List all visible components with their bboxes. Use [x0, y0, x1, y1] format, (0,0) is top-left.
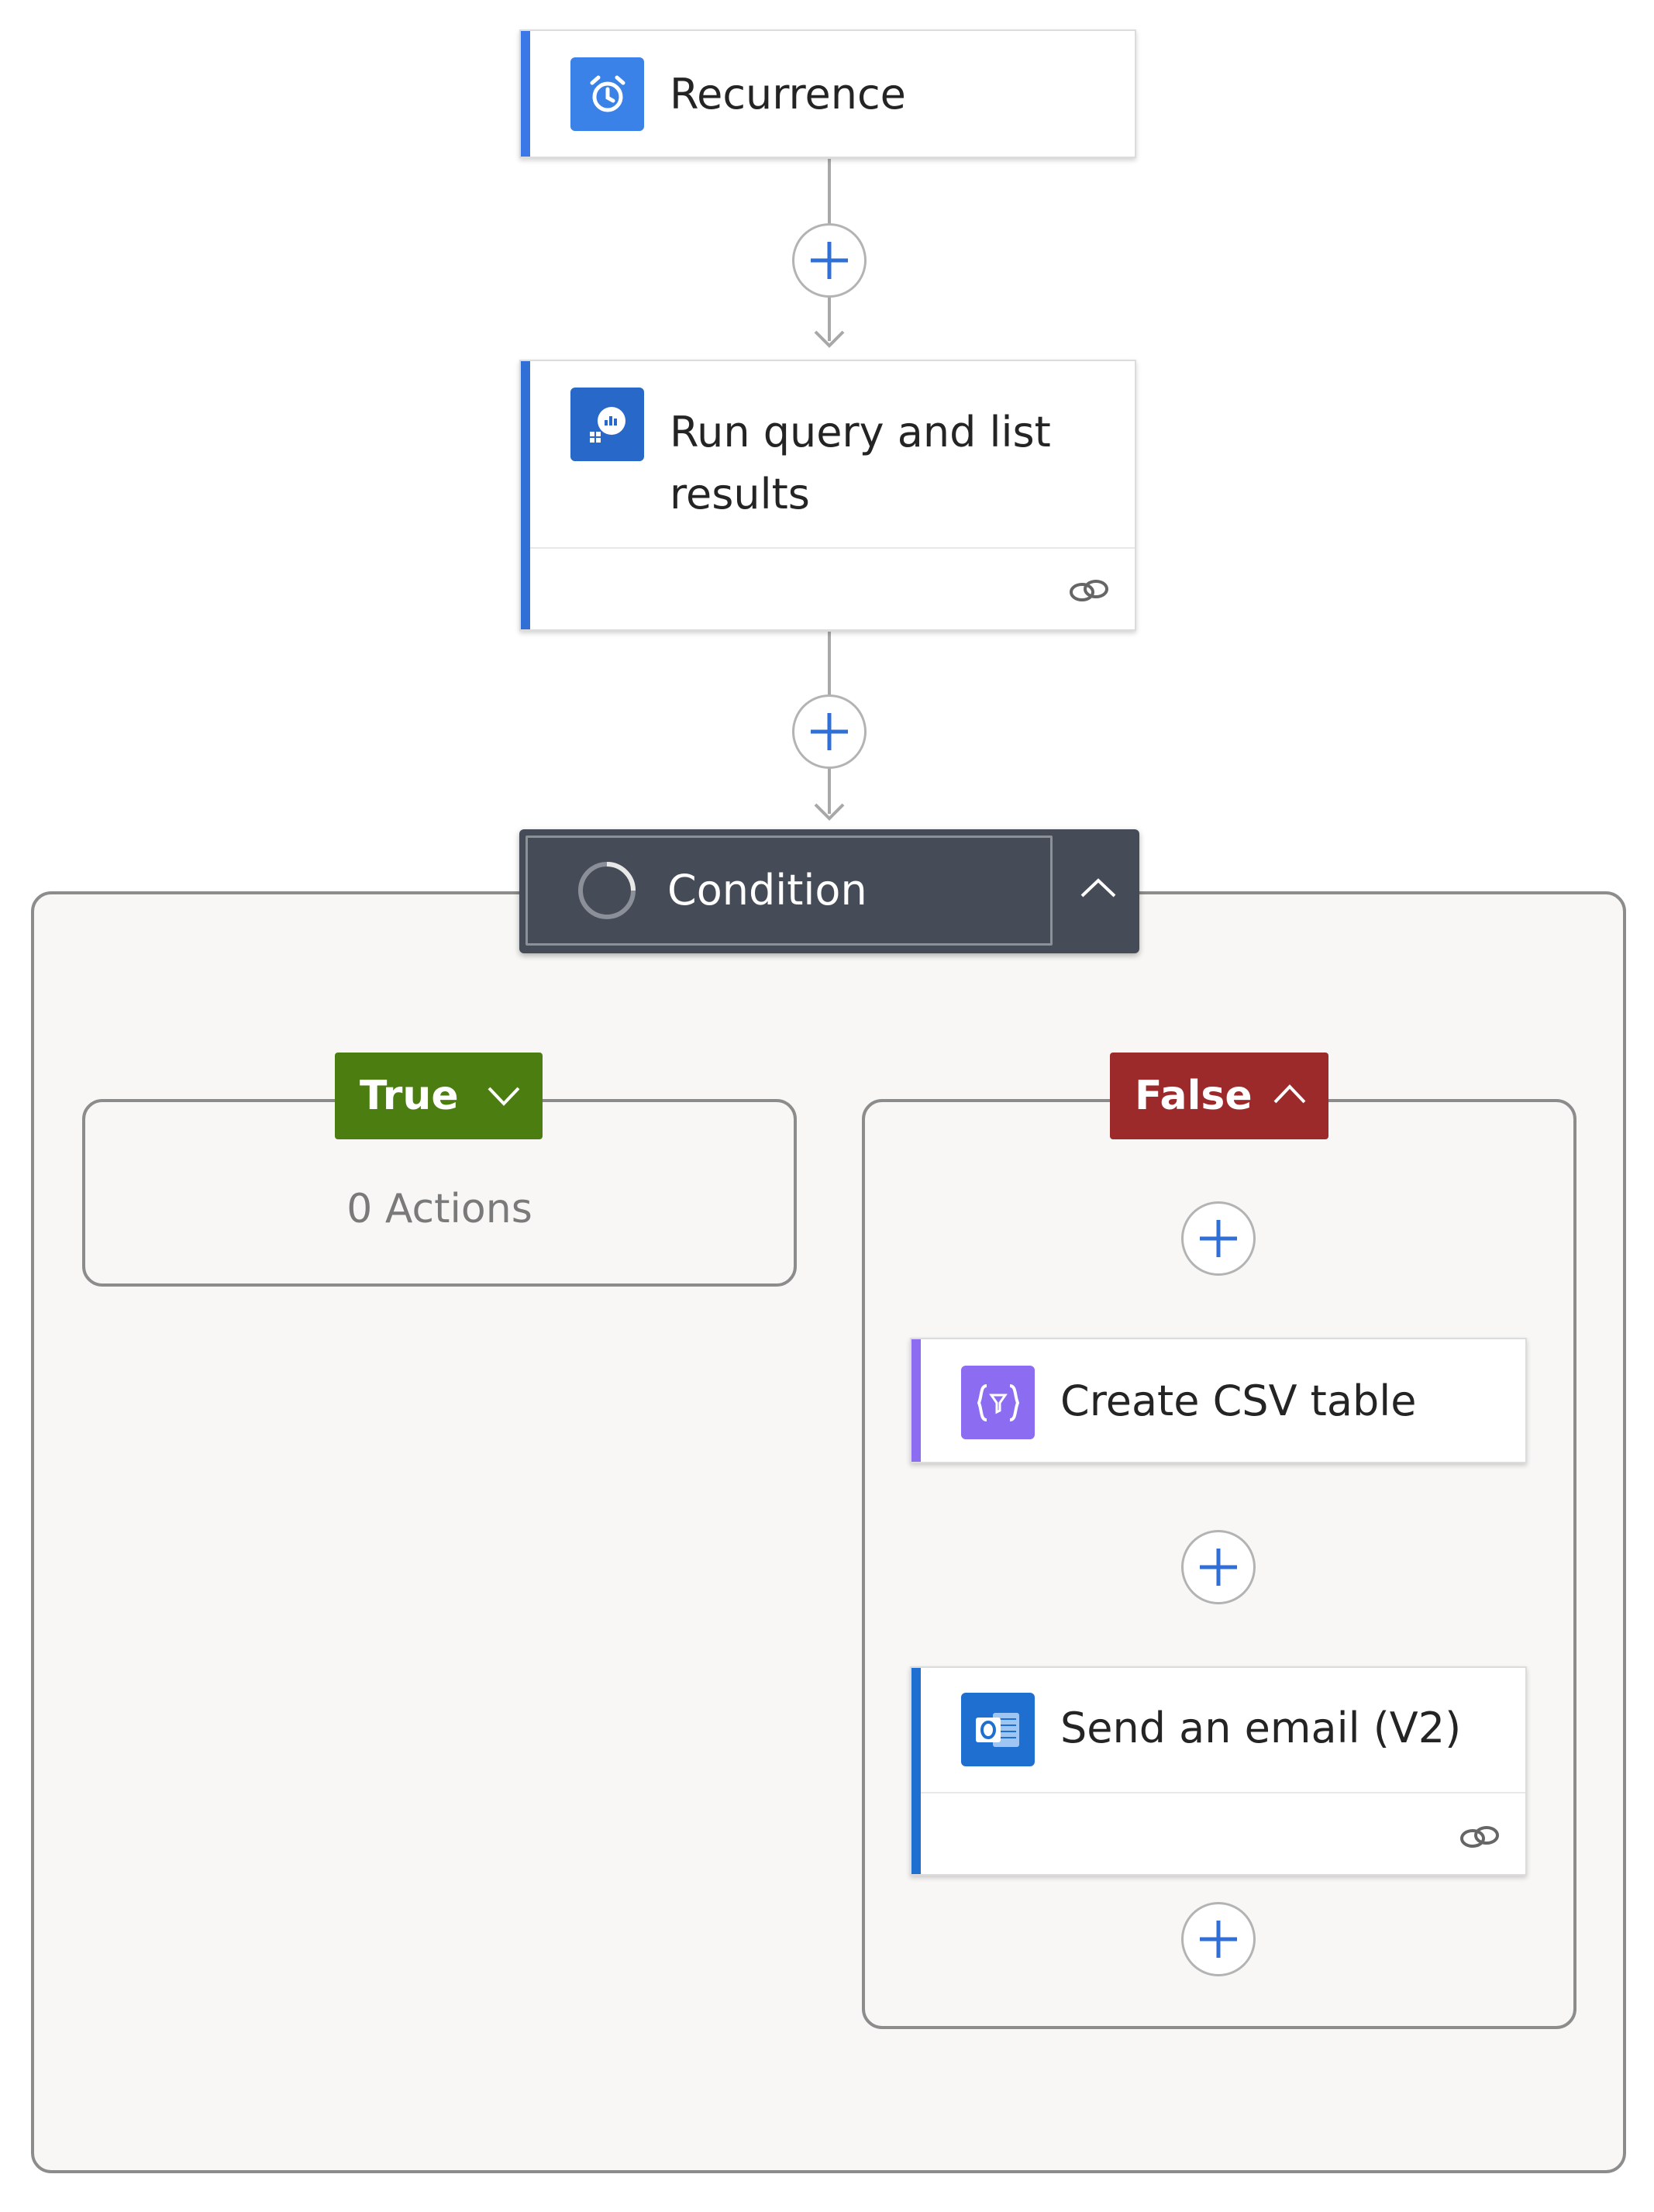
card-accent-bar — [911, 1668, 921, 1874]
run-query-card[interactable]: Run query and list results — [519, 360, 1136, 631]
condition-header[interactable]: Condition — [525, 836, 1053, 946]
false-branch-label: False — [1135, 1073, 1253, 1119]
azure-monitor-logs-icon — [570, 388, 644, 461]
plus-icon — [1200, 1549, 1237, 1586]
card-divider — [530, 547, 1135, 549]
true-branch-toggle[interactable]: True — [335, 1053, 543, 1139]
connection-link-icon[interactable] — [1066, 575, 1111, 606]
true-branch-label: True — [360, 1073, 459, 1119]
run-query-title-line1: Run query and list — [670, 408, 1051, 457]
data-operation-icon — [961, 1366, 1035, 1439]
condition-spinner-icon — [578, 862, 636, 919]
create-csv-table-title: Create CSV table — [1060, 1376, 1417, 1425]
card-divider — [921, 1792, 1525, 1793]
plus-icon — [1200, 1921, 1237, 1958]
connection-link-icon[interactable] — [1457, 1821, 1502, 1852]
chevron-up-icon — [1273, 1084, 1306, 1104]
insert-step-button-2[interactable] — [792, 694, 867, 769]
create-csv-table-card[interactable]: Create CSV table — [910, 1338, 1527, 1463]
insert-step-button-false-2[interactable] — [1181, 1530, 1256, 1604]
insert-step-button-false-3[interactable] — [1181, 1902, 1256, 1976]
recurrence-title: Recurrence — [670, 70, 906, 119]
chevron-up-icon — [1080, 878, 1116, 898]
false-branch-toggle[interactable]: False — [1110, 1053, 1328, 1139]
outlook-icon — [961, 1693, 1035, 1766]
card-accent-bar — [911, 1339, 921, 1462]
recurrence-card[interactable]: Recurrence — [519, 29, 1136, 158]
collapse-condition-button[interactable] — [1063, 836, 1133, 946]
card-accent-bar — [521, 361, 530, 629]
send-email-card[interactable]: Send an email (V2) — [910, 1666, 1527, 1876]
chevron-down-icon — [488, 1087, 520, 1106]
plus-icon — [1200, 1220, 1237, 1257]
insert-step-button-1[interactable] — [792, 223, 867, 298]
alarm-clock-icon — [570, 57, 644, 131]
plus-icon — [811, 713, 848, 750]
card-accent-bar — [521, 31, 530, 157]
send-email-title: Send an email (V2) — [1060, 1704, 1462, 1752]
condition-card[interactable]: Condition — [519, 829, 1139, 953]
insert-step-button-false-1[interactable] — [1181, 1201, 1256, 1276]
plus-icon — [811, 242, 848, 279]
run-query-title-line2: results — [670, 470, 810, 519]
condition-title: Condition — [667, 866, 867, 915]
true-branch-empty-text: 0 Actions — [346, 1186, 532, 1232]
